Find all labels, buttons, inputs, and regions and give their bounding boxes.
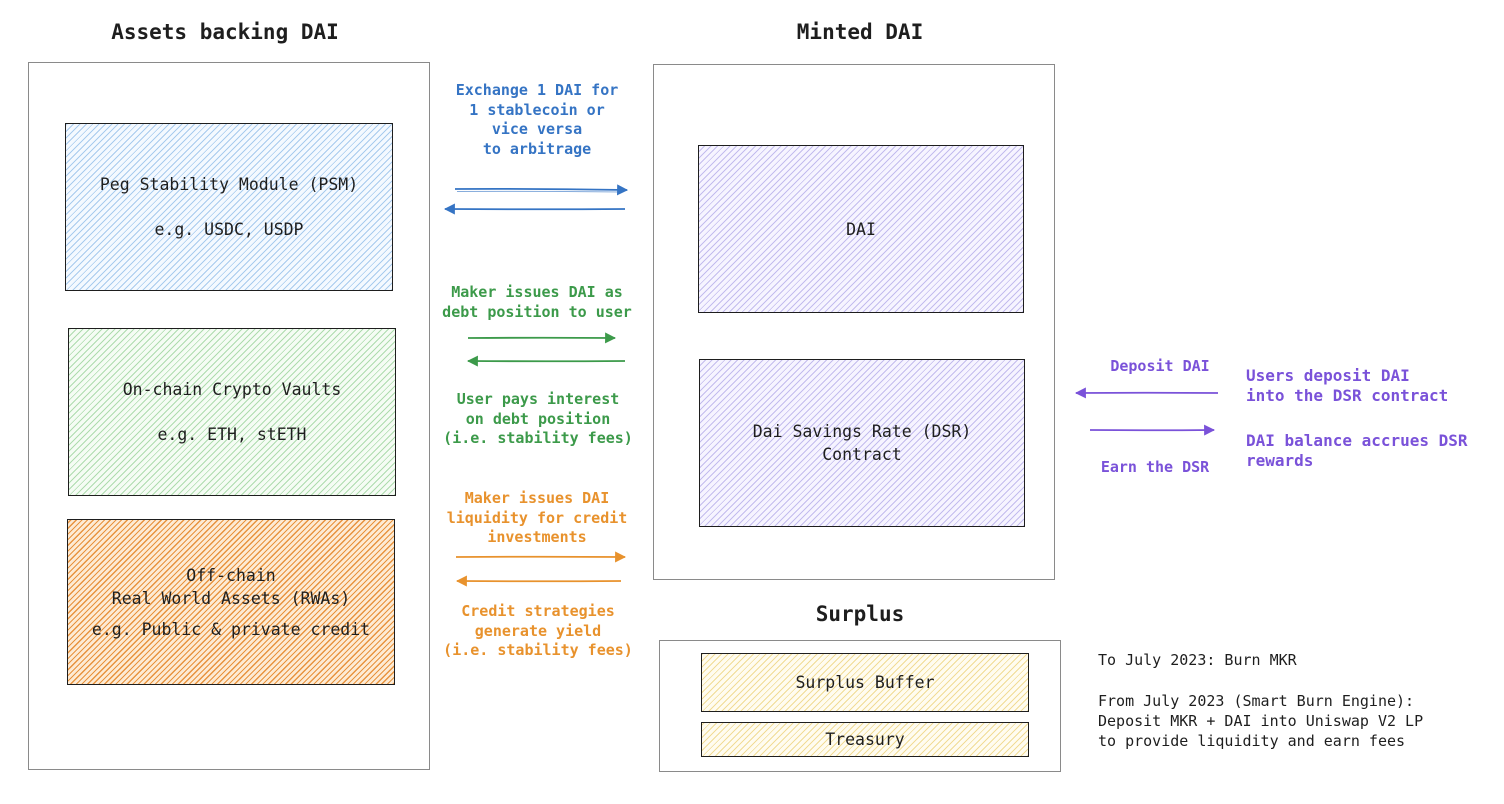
rwa-box[interactable]: Off-chain Real World Assets (RWAs) e.g. … — [67, 519, 395, 685]
psm-flow-label: Exchange 1 DAI for 1 stablecoin or vice … — [437, 81, 637, 159]
smart-burn-line: Deposit MKR + DAI into Uniswap V2 LP — [1098, 712, 1424, 730]
treasury-label: Treasury — [825, 730, 905, 749]
assets-heading: Assets backing DAI — [111, 20, 339, 44]
users-deposit-line: into the DSR contract — [1246, 386, 1449, 405]
vault-issue-line: debt position to user — [442, 302, 632, 321]
minted-heading: Minted DAI — [796, 20, 924, 44]
deposit-dai-label: Deposit DAI — [1110, 357, 1210, 375]
dsr-label-line2: Contract — [822, 445, 902, 464]
vault-pay-line: (i.e. stability fees) — [443, 429, 633, 447]
rwa-example: e.g. Public & private credit — [91, 619, 371, 639]
rwa-issue-line: Maker issues DAI — [464, 489, 610, 507]
earn-dsr-label: Earn the DSR — [1100, 458, 1210, 476]
dsr-box[interactable]: Dai Savings Rate (DSR) Contract — [699, 359, 1025, 527]
psm-flow-line: to arbitrage — [482, 139, 592, 158]
burn-note: To July 2023: Burn MKR — [1098, 651, 1297, 669]
balance-accrues-line: rewards — [1246, 451, 1314, 470]
smart-burn-line: From July 2023 (Smart Burn Engine): — [1098, 692, 1415, 710]
dai-box[interactable]: DAI — [698, 145, 1024, 313]
rwa-issue-line: investments — [487, 528, 587, 546]
psm-example: e.g. USDC, USDP — [154, 220, 304, 239]
users-deposit-text: Users deposit DAI into the DSR contract — [1246, 366, 1448, 406]
vaults-title: On-chain Crypto Vaults — [122, 380, 342, 399]
psm-box[interactable]: Peg Stability Module (PSM) e.g. USDC, US… — [65, 123, 393, 291]
surplus-buffer-label: Surplus Buffer — [795, 673, 935, 692]
smart-burn-note: From July 2023 (Smart Burn Engine): Depo… — [1098, 691, 1423, 751]
dsr-label-line1: Dai Savings Rate (DSR) — [752, 422, 972, 441]
users-deposit-line: Users deposit DAI — [1246, 366, 1410, 385]
surplus-buffer-box[interactable]: Surplus Buffer — [701, 653, 1029, 712]
psm-flow-line: Exchange 1 DAI for — [455, 81, 619, 99]
psm-arrow-right — [454, 184, 629, 196]
vault-pay-line: User pays interest — [456, 390, 620, 408]
rwa-title-line1: Off-chain — [186, 565, 276, 585]
psm-flow-line: 1 stablecoin or — [469, 100, 605, 119]
vaults-box[interactable]: On-chain Crypto Vaults e.g. ETH, stETH — [68, 328, 396, 496]
rwa-yield-label: Credit strategies generate yield (i.e. s… — [433, 602, 643, 661]
vault-issue-line: Maker issues DAI as — [451, 283, 623, 301]
rwa-yield-line: Credit strategies — [461, 602, 615, 620]
vault-pay-label: User pays interest on debt position (i.e… — [433, 390, 643, 449]
smart-burn-line: to provide liquidity and earn fees — [1098, 732, 1406, 750]
rwa-issue-label: Maker issues DAI liquidity for credit in… — [432, 489, 642, 548]
balance-accrues-text: DAI balance accrues DSR rewards — [1246, 431, 1468, 471]
dai-label: DAI — [846, 219, 876, 239]
psm-flow-line: vice versa — [491, 120, 583, 138]
psm-title: Peg Stability Module (PSM) — [99, 175, 359, 194]
rwa-issue-line: liquidity for credit — [446, 508, 628, 527]
vault-issue-label: Maker issues DAI as debt position to use… — [432, 283, 642, 322]
vaults-example: e.g. ETH, stETH — [157, 425, 307, 444]
vault-pay-line: on debt position — [465, 409, 611, 428]
rwa-title-line2: Real World Assets (RWAs) — [111, 588, 351, 608]
balance-accrues-line: DAI balance accrues DSR — [1246, 431, 1468, 450]
surplus-heading: Surplus — [815, 602, 905, 626]
rwa-yield-line: (i.e. stability fees) — [443, 641, 633, 659]
psm-arrow-right-sketch — [456, 190, 623, 193]
treasury-box[interactable]: Treasury — [701, 722, 1029, 757]
rwa-yield-line: generate yield — [474, 621, 602, 640]
